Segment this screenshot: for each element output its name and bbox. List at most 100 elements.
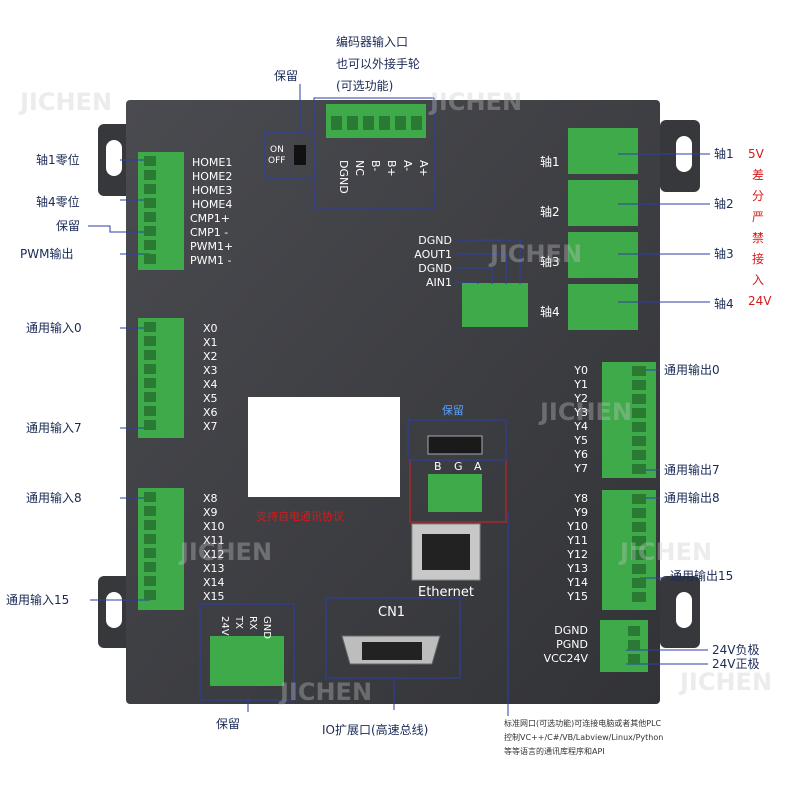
rs485-reserve-label: 保留 [442, 403, 464, 417]
axis-callout: 轴2 [714, 196, 734, 211]
axis-warning-char: 24V [748, 294, 772, 308]
terminal-slot [632, 408, 646, 418]
terminal-slot [632, 508, 646, 518]
encoder-pin-label: A- [401, 160, 414, 171]
output-pin-label: Y11 [566, 534, 588, 547]
encoder-pin-label: B+ [385, 160, 398, 177]
rs485-connector [427, 435, 483, 455]
axis-board-label: 轴4 [540, 304, 560, 319]
terminal-slot [144, 492, 156, 502]
terminal-slot [144, 254, 156, 264]
input-pin-label: X1 [203, 336, 218, 349]
ethernet-label: Ethernet [418, 585, 474, 600]
ethernet-port-inner [422, 534, 470, 570]
terminal-slot [632, 366, 646, 376]
bottom-reserve-label: 保留 [216, 717, 240, 731]
analog-pin-label: AIN1 [426, 276, 452, 289]
callout-neg24: 24V负极 [712, 643, 759, 657]
home-pin-label: PWM1+ [190, 240, 233, 253]
output-pin-label: Y2 [573, 392, 588, 405]
watermark-text: JICHEN [428, 88, 522, 116]
terminal-slot [632, 380, 646, 390]
rs485-pin-label: B [434, 460, 442, 473]
input-pin-label: X14 [203, 576, 225, 589]
output-pin-label: Y4 [573, 420, 588, 433]
watermark-text: JICHEN [618, 538, 712, 566]
note-line3: 等等语言的通讯库程序和API [504, 746, 605, 756]
serial-terminal [210, 636, 284, 686]
encoder-pin-label: NC [353, 160, 366, 176]
terminal-slot [632, 536, 646, 546]
axis-callout: 轴3 [714, 246, 734, 261]
input-pin-label: X15 [203, 590, 225, 603]
encoder-label-line1: 编码器输入口 [336, 34, 408, 49]
terminal-slot [144, 184, 156, 194]
home-pin-label: CMP1 - [190, 226, 228, 239]
input-pin-label: X2 [203, 350, 218, 363]
axis-board-label: 轴1 [540, 154, 560, 169]
callout-in0: 通用输入0 [26, 320, 82, 335]
note-line2: 控制VC++/C#/VB/Labview/Linux/Python [504, 732, 663, 742]
power-pin-label: VCC24V [544, 652, 589, 665]
watermark-text: JICHEN [278, 678, 372, 706]
callout-out7: 通用输出7 [664, 462, 720, 477]
terminal-slot [632, 394, 646, 404]
terminal-slot [144, 520, 156, 530]
input-pin-label: X5 [203, 392, 218, 405]
home-pin-label: HOME3 [192, 184, 232, 197]
terminal-slot [144, 576, 156, 586]
serial-pin-label: 24V [219, 616, 230, 636]
terminal-slot [144, 506, 156, 516]
encoder-pin-label: A+ [417, 160, 430, 177]
io-ext-label: IO扩展口(高速总线) [322, 722, 428, 737]
db9-inner [362, 642, 422, 660]
callout-axis4-home: 轴4零位 [36, 194, 80, 209]
watermark-text: JICHEN [18, 88, 112, 116]
terminal-slot [144, 392, 156, 402]
terminal-slot [632, 436, 646, 446]
output-pin-label: Y8 [573, 492, 588, 505]
axis-warning-char: 差 [752, 168, 764, 182]
terminal-slot [144, 170, 156, 180]
home-pin-label: HOME1 [192, 156, 232, 169]
terminal-slot [144, 156, 156, 166]
home-pin-label: PWM1 - [190, 254, 231, 267]
rs485-pin-label: G [454, 460, 463, 473]
serial-pin-label: GND [261, 616, 272, 639]
terminal-slot [632, 592, 646, 602]
axis-warning-char: 禁 [752, 231, 764, 245]
serial-box [199, 603, 295, 701]
output-pin-label: Y10 [566, 520, 588, 533]
output-pin-label: Y0 [573, 364, 588, 377]
rs485-terminal [428, 474, 482, 512]
rs485-protocol-label: 支持自电通讯协议 [256, 509, 344, 523]
input-pin-label: X10 [203, 520, 225, 533]
home-pin-label: HOME4 [192, 198, 232, 211]
output-pin-label: Y15 [566, 590, 588, 603]
terminal-slot [144, 406, 156, 416]
input-pin-label: X4 [203, 378, 218, 391]
callout-out0: 通用输出0 [664, 362, 720, 377]
power-pin-label: PGND [556, 638, 588, 651]
watermark-text: JICHEN [678, 668, 772, 696]
axis-warning-char: 分 [752, 189, 764, 203]
analog-pin-label: DGND [418, 234, 452, 247]
terminal-slot [628, 654, 640, 664]
encoder-terminal [326, 104, 426, 138]
terminal-slot [632, 550, 646, 560]
home-terminal [138, 152, 184, 270]
cn1-box [325, 597, 461, 679]
rs485-reserve-box [407, 419, 507, 461]
terminal-slot [632, 522, 646, 532]
terminal-slot [144, 590, 156, 600]
input-pin-label: X9 [203, 506, 218, 519]
switch-off-label: OFF [268, 156, 285, 166]
output-pin-label: Y13 [566, 562, 588, 575]
encoder-label-line2: 也可以外接手轮 [336, 56, 420, 71]
terminal-slot [144, 350, 156, 360]
terminal-slot [144, 378, 156, 388]
callout-out15: 通用输出15 [670, 568, 733, 583]
input-pin-label: X7 [203, 420, 218, 433]
home-pin-label: CMP1+ [190, 212, 230, 225]
